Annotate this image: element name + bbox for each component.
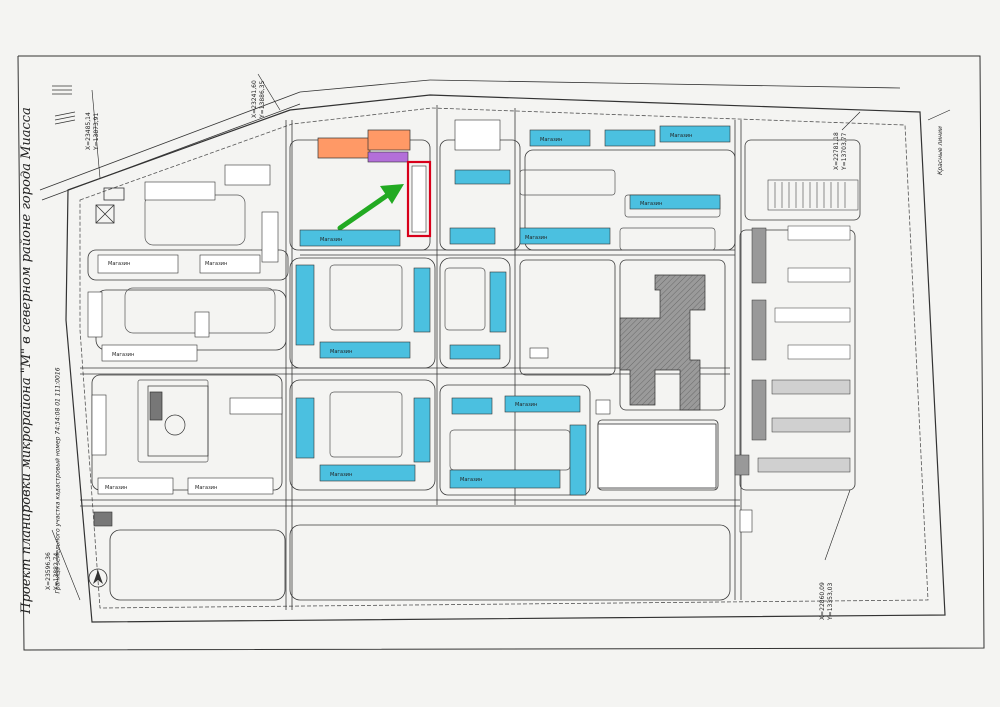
- coord-c2-y: Y=13873,91: [93, 112, 100, 151]
- coord-c4-y: Y=13882,74: [53, 552, 60, 591]
- kindergarten: [147, 385, 209, 457]
- site-boundary: [65, 94, 946, 623]
- svg-text:Магазин: Магазин: [195, 485, 217, 491]
- existing-building: [317, 137, 371, 159]
- svg-text:Магазин: Магазин: [460, 477, 482, 483]
- road-top: [299, 79, 431, 93]
- north-arrow-icon: [88, 568, 108, 588]
- svg-text:Магазин: Магазин: [515, 402, 537, 408]
- tower-block: [95, 187, 125, 224]
- existing-building: [367, 129, 411, 151]
- courtyards: [124, 169, 721, 471]
- road-diagonal: [39, 91, 301, 191]
- boundary-note-text: Граница земельного участка кадастровый н…: [54, 366, 62, 594]
- coord-c5-y: Y=13353,03: [827, 582, 834, 621]
- drawing-frame: [17, 55, 985, 651]
- coord-c5-x: X=22860,09: [819, 582, 826, 620]
- plan-title-text: Проект планировки микрорайона "М" в севе…: [18, 106, 34, 614]
- coordinate-markers: [51, 73, 951, 601]
- substation: [93, 511, 113, 527]
- red-line-label-text: Красные линии: [936, 125, 944, 175]
- parking-lot: [767, 179, 859, 211]
- coord-c2-x: X=23485,14: [85, 112, 92, 150]
- red-line-label: Красные линии: [930, 110, 950, 190]
- svg-text:Магазин: Магазин: [112, 352, 134, 358]
- road-top: [429, 79, 901, 89]
- school-building: [619, 274, 706, 411]
- svg-text:Магазин: Магазин: [108, 261, 130, 267]
- residential-buildings: [295, 125, 731, 496]
- svg-text:Магазин: Магазин: [640, 201, 662, 207]
- svg-text:Магазин: Магазин: [105, 485, 127, 491]
- svg-text:Магазин: Магазин: [670, 133, 692, 139]
- coord-c1-y: Y=13886,35: [259, 80, 266, 119]
- boundary-note: Граница земельного участка кадастровый н…: [38, 360, 78, 600]
- highlighted-building: [406, 160, 432, 238]
- other-buildings: [87, 119, 753, 533]
- inner-boundary: [79, 107, 929, 609]
- svg-text:Магазин: Магазин: [330, 472, 352, 478]
- sports-field: [597, 423, 717, 489]
- svg-text:Магазин: Магазин: [320, 237, 342, 243]
- stairs-mark: [52, 85, 76, 125]
- coord-c1-x: X=23241,60: [251, 80, 258, 118]
- building-labels: Магазин Магазин Магазин Магазин Магазин …: [105, 133, 692, 491]
- coord-c3-x: X=22781,18: [833, 132, 840, 170]
- coord-c3-y: Y=13703,77: [841, 132, 848, 171]
- svg-text:Магазин: Магазин: [525, 235, 547, 241]
- green-arrow-icon: [337, 184, 404, 231]
- coord-c4-x: X=23596,36: [45, 552, 52, 590]
- svg-text:Магазин: Магазин: [205, 261, 227, 267]
- building-white: [411, 165, 427, 233]
- svg-text:Магазин: Магазин: [330, 349, 352, 355]
- svg-text:Магазин: Магазин: [540, 137, 562, 143]
- road-diagonal: [41, 103, 301, 201]
- townhouses: [734, 225, 851, 476]
- purple-building: [367, 151, 409, 163]
